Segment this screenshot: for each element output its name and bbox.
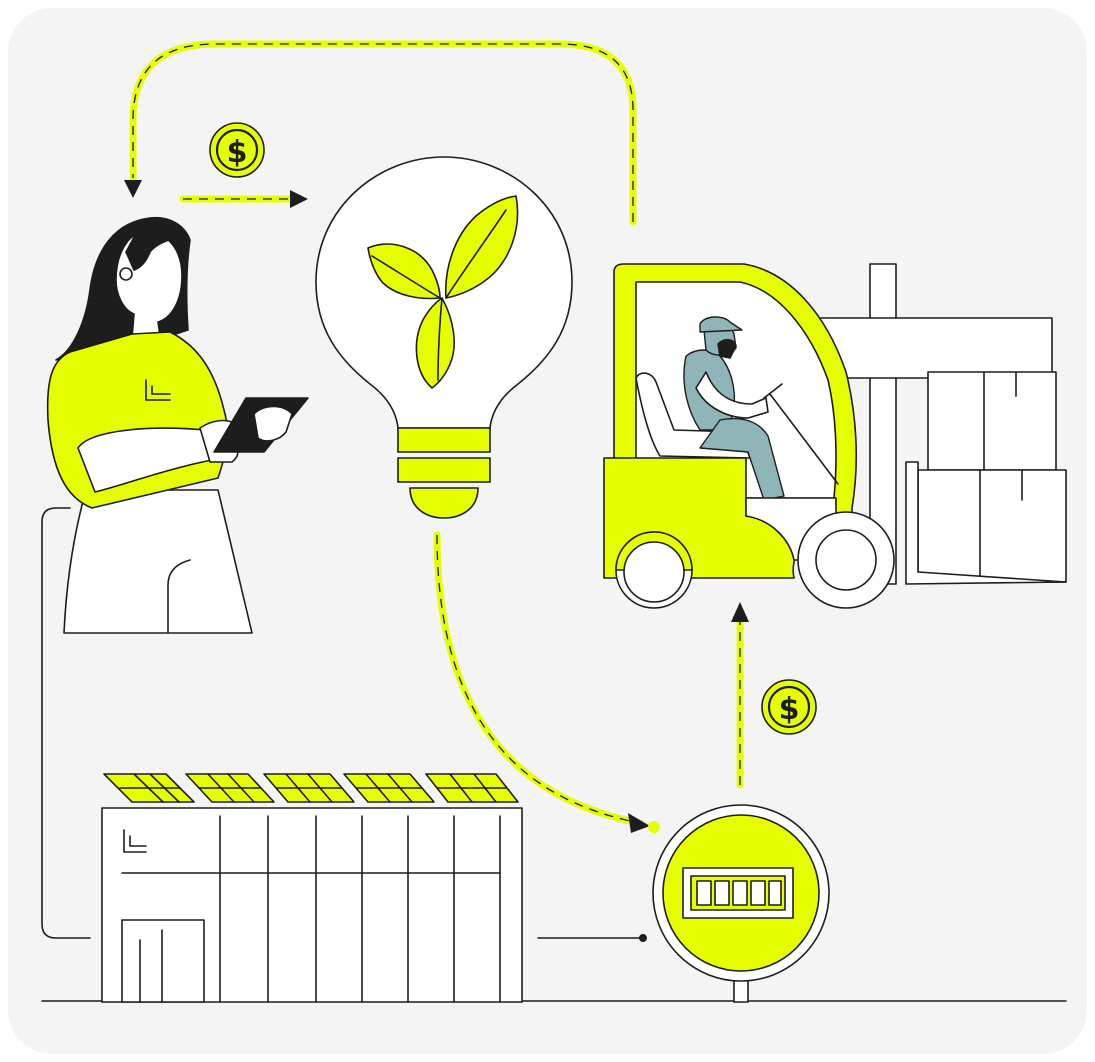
battery-icon [652, 804, 830, 1003]
cardboard-box-icon [917, 469, 1067, 583]
connector-dot [639, 934, 647, 942]
cardboard-box-icon [927, 371, 1057, 471]
solar-panel-icon [103, 773, 195, 803]
solar-panel-icon [343, 773, 435, 803]
flow-path-forklift-to-woman [129, 40, 637, 226]
forklift-icon [603, 263, 1067, 609]
person-with-tablet-icon [46, 216, 309, 634]
path-end-dot [648, 821, 660, 833]
coin-symbol: $ [779, 692, 800, 727]
solar-panel-icon [185, 773, 275, 803]
dollar-coin-icon: $ [761, 679, 817, 735]
solar-panel-icon [263, 773, 355, 803]
solar-panel-icon [425, 773, 519, 803]
leaf-icon [367, 195, 519, 389]
warehouse-icon [101, 807, 523, 1003]
arrow-icon [290, 190, 308, 208]
worker-icon [683, 316, 785, 501]
dollar-coin-icon: $ [209, 122, 265, 178]
arrow-icon [628, 813, 650, 833]
connector-woman-to-warehouse [41, 507, 91, 939]
lightbulb-icon [315, 156, 573, 519]
flow-path-bulb-to-battery [433, 531, 644, 827]
background-card [8, 8, 1087, 1054]
arrow-icon [731, 602, 749, 622]
coin-symbol: $ [227, 135, 248, 170]
arrow-icon [124, 180, 142, 198]
